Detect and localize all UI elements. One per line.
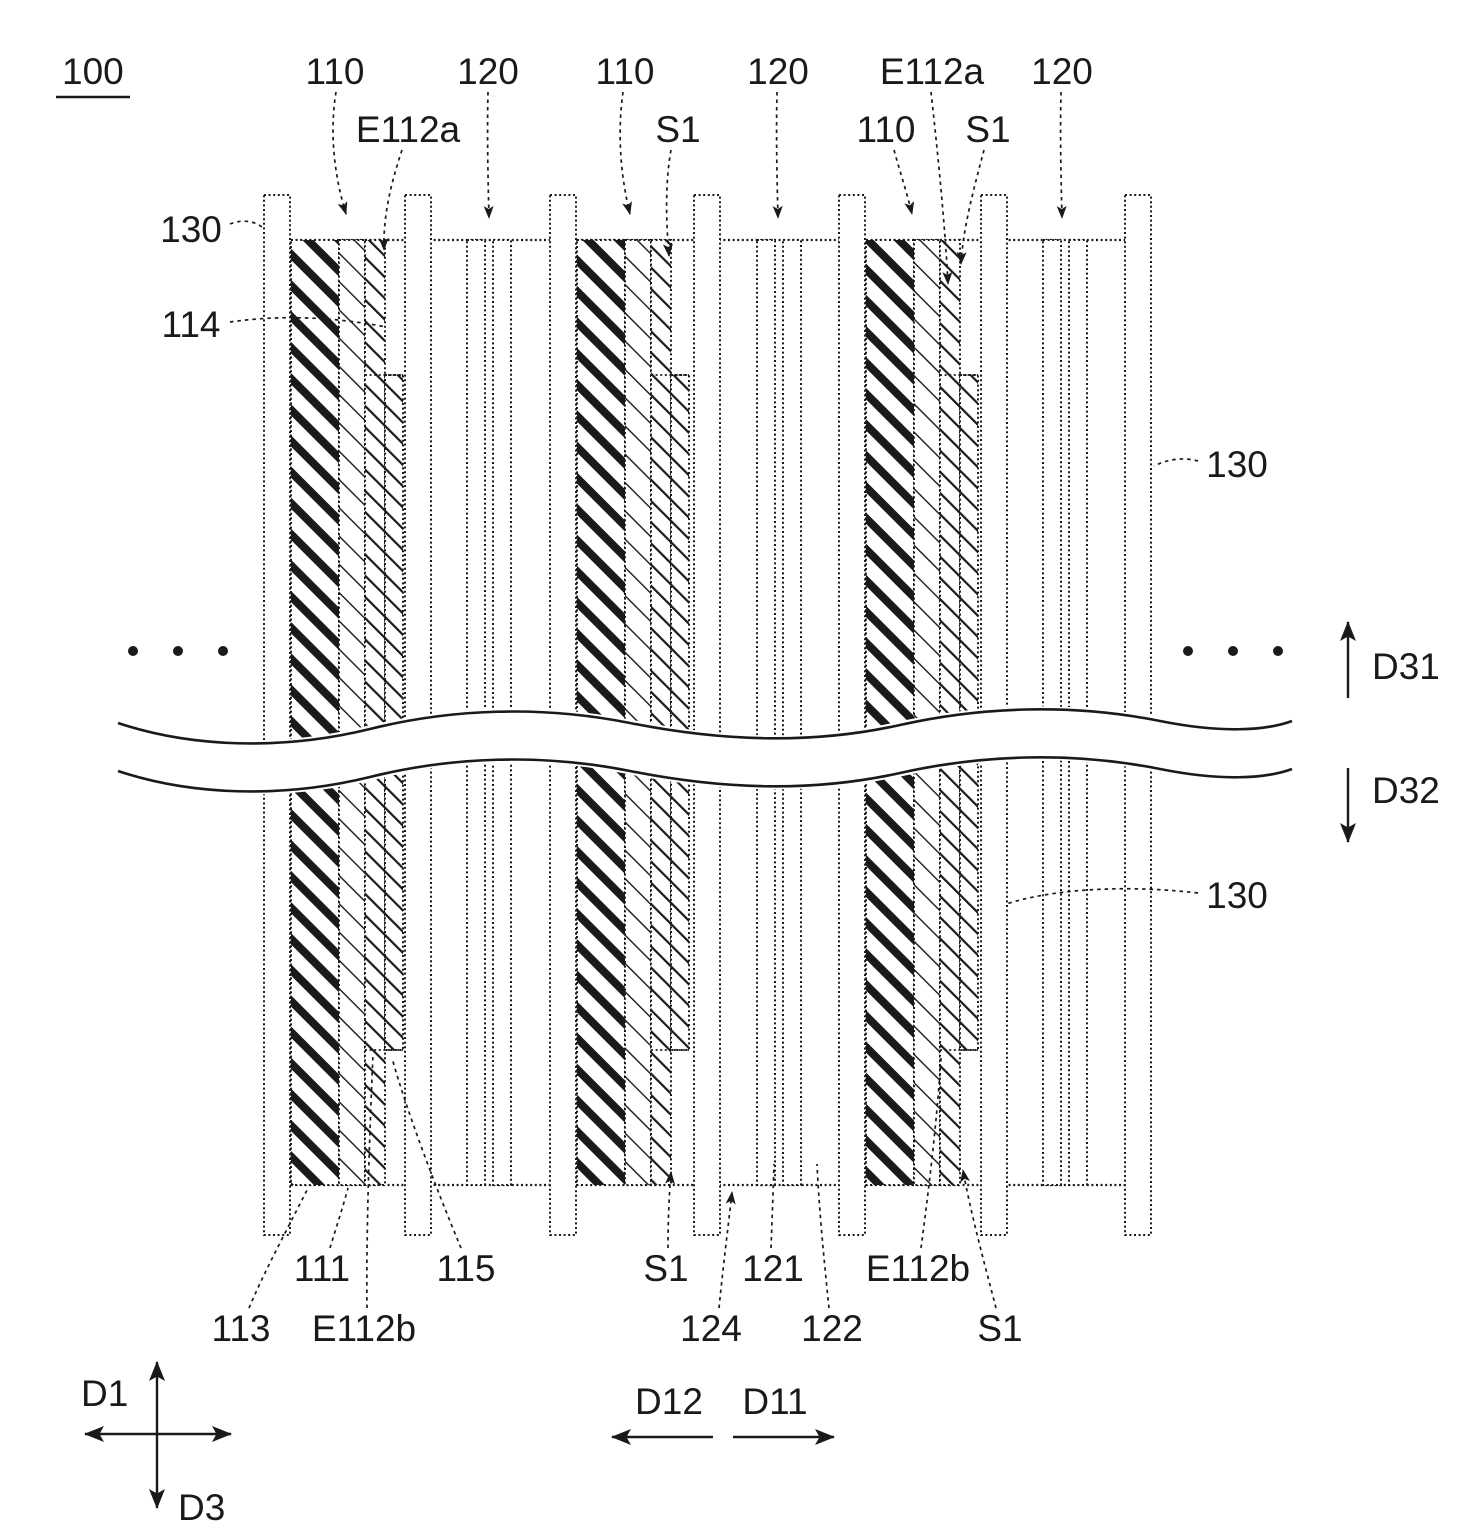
label-110-2: 110 <box>596 51 655 92</box>
leader-121 <box>770 1163 775 1249</box>
active-layer-outer <box>865 239 915 1186</box>
leader-115 <box>391 1057 462 1249</box>
leader-130-right2 <box>1005 887 1199 905</box>
label-d32: D32 <box>1372 770 1440 811</box>
label-130-right1: 130 <box>1206 444 1268 485</box>
dot <box>1228 646 1238 656</box>
electrode-cell-2 <box>576 239 690 1186</box>
label-130-right2: 130 <box>1206 875 1268 916</box>
label-130-left: 130 <box>160 209 222 250</box>
label-d1: D1 <box>81 1373 128 1414</box>
label-d31: D31 <box>1372 646 1440 687</box>
label-121: 121 <box>742 1248 804 1289</box>
leader-e112b-1 <box>365 1053 374 1309</box>
leader-110-1 <box>332 91 348 215</box>
dot <box>128 646 138 656</box>
axis-d31: D31 <box>1340 621 1440 698</box>
break-line-top <box>117 708 1293 745</box>
collector-layer <box>913 239 941 1186</box>
dot <box>218 646 228 656</box>
leader-s1-1 <box>662 149 673 257</box>
label-113: 113 <box>212 1308 271 1349</box>
label-e112a-1: E112a <box>356 109 461 150</box>
figure-number: 100 <box>62 51 124 92</box>
label-d12: D12 <box>635 1381 703 1422</box>
axis-d1-d3: D1 D3 <box>81 1361 232 1528</box>
label-s1-1: S1 <box>655 109 700 150</box>
leader-e112b-2 <box>920 1057 942 1249</box>
active-layer-outer <box>290 239 340 1186</box>
label-e112b-2: E112b <box>866 1248 970 1289</box>
active-layer-outer <box>576 239 626 1186</box>
label-e112a-2: E112a <box>880 51 985 92</box>
label-114: 114 <box>162 304 221 345</box>
leader-lines <box>229 91 1199 1309</box>
collector-layer <box>624 239 652 1186</box>
break-band <box>109 706 1302 795</box>
leader-130-left <box>229 220 263 228</box>
label-110-3: 110 <box>857 109 916 150</box>
recessed-layer <box>384 374 404 1051</box>
active-layer-inner <box>364 239 386 1186</box>
electrode-cell-1 <box>290 239 404 1186</box>
plate-130 <box>263 194 291 1236</box>
leader-s1-4 <box>960 1169 997 1309</box>
leader-110-2 <box>619 91 632 215</box>
dot <box>1273 646 1283 656</box>
label-e112b-1: E112b <box>312 1308 416 1349</box>
leader-e112a-2 <box>930 91 953 285</box>
label-120-3: 120 <box>1031 51 1093 92</box>
continuation-dots-left <box>128 646 228 656</box>
label-s1-3: S1 <box>643 1248 688 1289</box>
counter-electrode-group-2 <box>756 239 802 1186</box>
leader-e112a-1 <box>378 149 403 251</box>
label-d3: D3 <box>178 1487 225 1528</box>
label-122: 122 <box>801 1308 863 1349</box>
label-110-1: 110 <box>306 51 365 92</box>
collector-layer <box>338 239 366 1186</box>
plate-130 <box>838 194 866 1236</box>
leader-120-1 <box>483 91 494 219</box>
continuation-dots-right <box>1183 646 1283 656</box>
leader-111 <box>329 1187 349 1249</box>
recessed-layer <box>670 374 690 1051</box>
label-120-2: 120 <box>747 51 809 92</box>
leader-120-3 <box>1056 91 1067 219</box>
plate-130 <box>693 194 721 1236</box>
separator-bar <box>782 239 802 1186</box>
leader-122 <box>816 1163 830 1309</box>
active-layer-inner <box>650 239 672 1186</box>
label-124: 124 <box>680 1308 742 1349</box>
leader-s1-3 <box>665 1171 675 1249</box>
label-s1-4: S1 <box>977 1308 1022 1349</box>
break-band-mask <box>109 706 1302 795</box>
leader-110-3 <box>893 149 915 215</box>
axis-d12-d11: D12 D11 <box>611 1381 835 1445</box>
break-line-bottom <box>117 756 1293 793</box>
dot <box>173 646 183 656</box>
separator-bar <box>756 239 776 1186</box>
label-111: 111 <box>294 1248 350 1289</box>
label-115: 115 <box>437 1248 496 1289</box>
label-s1-2: S1 <box>965 109 1010 150</box>
label-120-1: 120 <box>457 51 519 92</box>
dot <box>1183 646 1193 656</box>
leader-120-2 <box>772 91 783 219</box>
axis-d32: D32 <box>1340 768 1440 843</box>
leader-130-right1 <box>1153 458 1199 467</box>
label-d11: D11 <box>742 1381 807 1422</box>
